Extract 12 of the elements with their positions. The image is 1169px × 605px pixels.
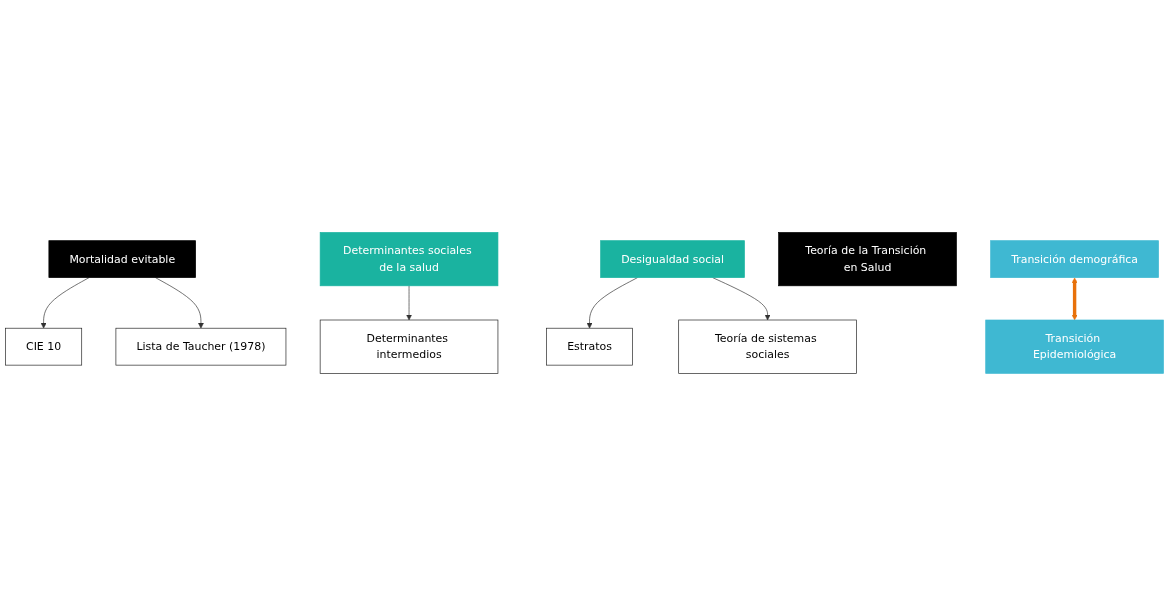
node-box: Lista de Taucher (1978) bbox=[115, 327, 287, 366]
node-box: Determinantes sociales de la salud bbox=[319, 231, 499, 286]
node-box: CIE 10 bbox=[5, 327, 83, 366]
arrow bbox=[1071, 277, 1078, 320]
node-box: Teoría de sistemas sociales bbox=[678, 319, 857, 374]
node-box: Desigualdad social bbox=[600, 239, 745, 278]
node-box: Transición demográfica bbox=[990, 239, 1159, 278]
node-box: Determinantes intermedios bbox=[319, 319, 499, 374]
node-box: Mortalidad evitable bbox=[48, 239, 196, 278]
node-box: Teoría de la Transición en Salud bbox=[778, 231, 957, 286]
node-box: Transición Epidemiológica bbox=[985, 319, 1164, 374]
node-box: Estratos bbox=[546, 327, 633, 366]
